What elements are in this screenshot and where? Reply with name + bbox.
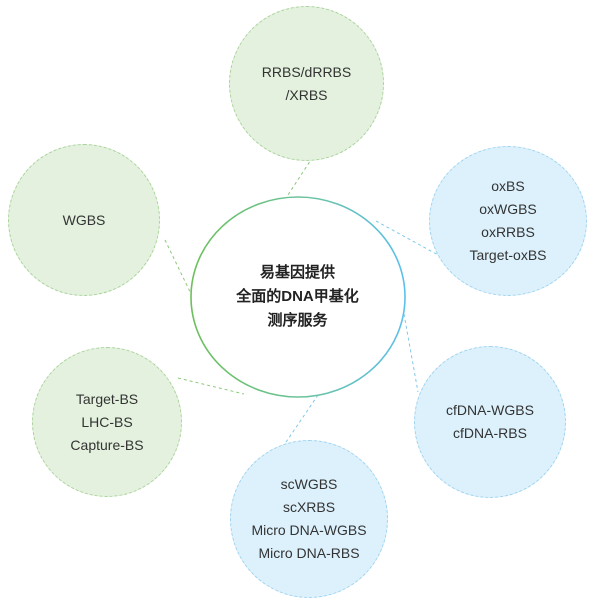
node-rrbs: RRBS/dRRBS /XRBS (229, 6, 384, 161)
connector-left-lower (177, 377, 245, 395)
node-wgbs: WGBS (8, 144, 160, 296)
center-node: 易基因提供 全面的DNA甲基化 测序服务 (190, 197, 405, 397)
node-target-bs-line-3: Capture-BS (70, 436, 144, 453)
node-scwgbs-line-4: Micro DNA-RBS (258, 545, 360, 561)
node-scwgbs-line-3: Micro DNA-WGBS (251, 522, 367, 538)
center-title-line-2: 全面的DNA甲基化 (236, 288, 359, 305)
node-cfdna-line-2: cfDNA-RBS (453, 425, 527, 441)
node-oxbs-line-2: oxWGBS (479, 201, 537, 217)
node-target-bs-line-2: LHC-BS (81, 413, 133, 430)
node-target-bs-line-1: Target-BS (75, 390, 139, 407)
node-wgbs-line-1: WGBS (62, 211, 106, 228)
center-title-line-3: 测序服务 (267, 312, 328, 329)
connector-right-upper (375, 220, 441, 257)
node-rrbs-line-1: RRBS/dRRBS (261, 63, 352, 80)
center-ring (190, 196, 406, 398)
center-title-line-1: 易基因提供 (259, 264, 335, 281)
node-oxbs-line-1: oxBS (491, 178, 525, 194)
node-oxbs-line-4: Target-oxBS (469, 247, 547, 263)
connector-left-upper (164, 239, 195, 301)
connector-right-lower (403, 313, 419, 393)
node-scwgbs: scWGBS scXRBS Micro DNA-WGBS Micro DNA-R… (230, 440, 388, 598)
node-cfdna-line-1: cfDNA-WGBS (446, 402, 534, 418)
connector-bottom (281, 394, 319, 449)
node-cfdna: cfDNA-WGBS cfDNA-RBS (414, 346, 566, 498)
node-rrbs-line-2: /XRBS (285, 86, 328, 103)
node-target-bs: Target-BS LHC-BS Capture-BS (32, 347, 182, 497)
node-oxbs: oxBS oxWGBS oxRRBS Target-oxBS (429, 146, 587, 296)
node-scwgbs-line-2: scXRBS (282, 499, 336, 515)
node-scwgbs-line-1: scWGBS (280, 476, 338, 492)
node-oxbs-line-3: oxRRBS (481, 224, 535, 240)
